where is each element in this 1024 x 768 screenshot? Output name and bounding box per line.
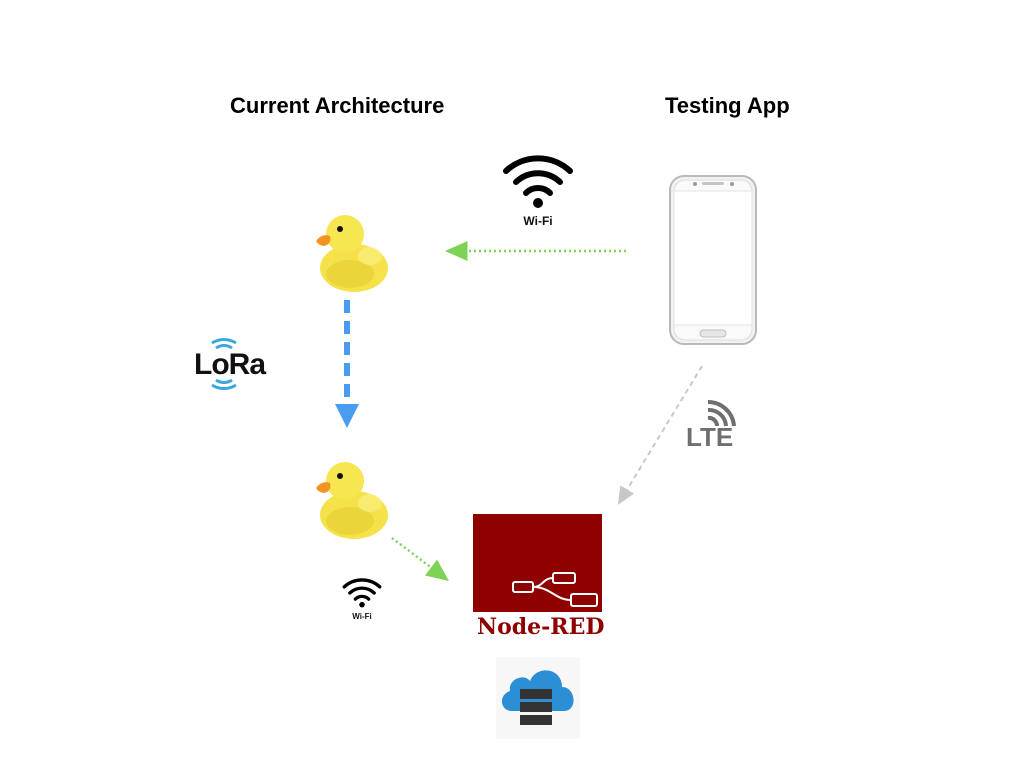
lte-label: LTE xyxy=(686,422,734,452)
duck-icon xyxy=(316,462,388,539)
wifi-bottom-group: Wi-Fi xyxy=(342,578,382,621)
node-red-flow-icon xyxy=(473,514,602,612)
wifi-label-bottom: Wi-Fi xyxy=(352,612,372,621)
node-red-label: Node-RED xyxy=(477,614,605,640)
wifi-icon xyxy=(342,578,382,608)
wifi-icon xyxy=(503,155,573,208)
lte-signal-icon xyxy=(707,399,736,427)
smartphone-icon xyxy=(669,175,757,345)
title-current-architecture: Current Architecture xyxy=(230,93,445,118)
title-testing-app: Testing App xyxy=(665,93,790,118)
wifi-top-group: Wi-Fi xyxy=(503,155,573,228)
lora-group: LoRa xyxy=(194,337,286,393)
lte-arrow-phone-to-nodered xyxy=(617,365,703,505)
lora-signal-icon xyxy=(211,338,237,390)
lte-group: LTE xyxy=(684,398,744,454)
lora-arrowhead xyxy=(335,404,359,428)
node-red-group: Node-RED xyxy=(473,514,605,644)
wifi-arrow-duck-to-nodered xyxy=(391,537,449,582)
duck-icon xyxy=(316,215,388,292)
wifi-label-top: Wi-Fi xyxy=(523,214,553,228)
cloud-server-icon xyxy=(496,657,580,739)
lora-label: LoRa xyxy=(194,348,266,381)
